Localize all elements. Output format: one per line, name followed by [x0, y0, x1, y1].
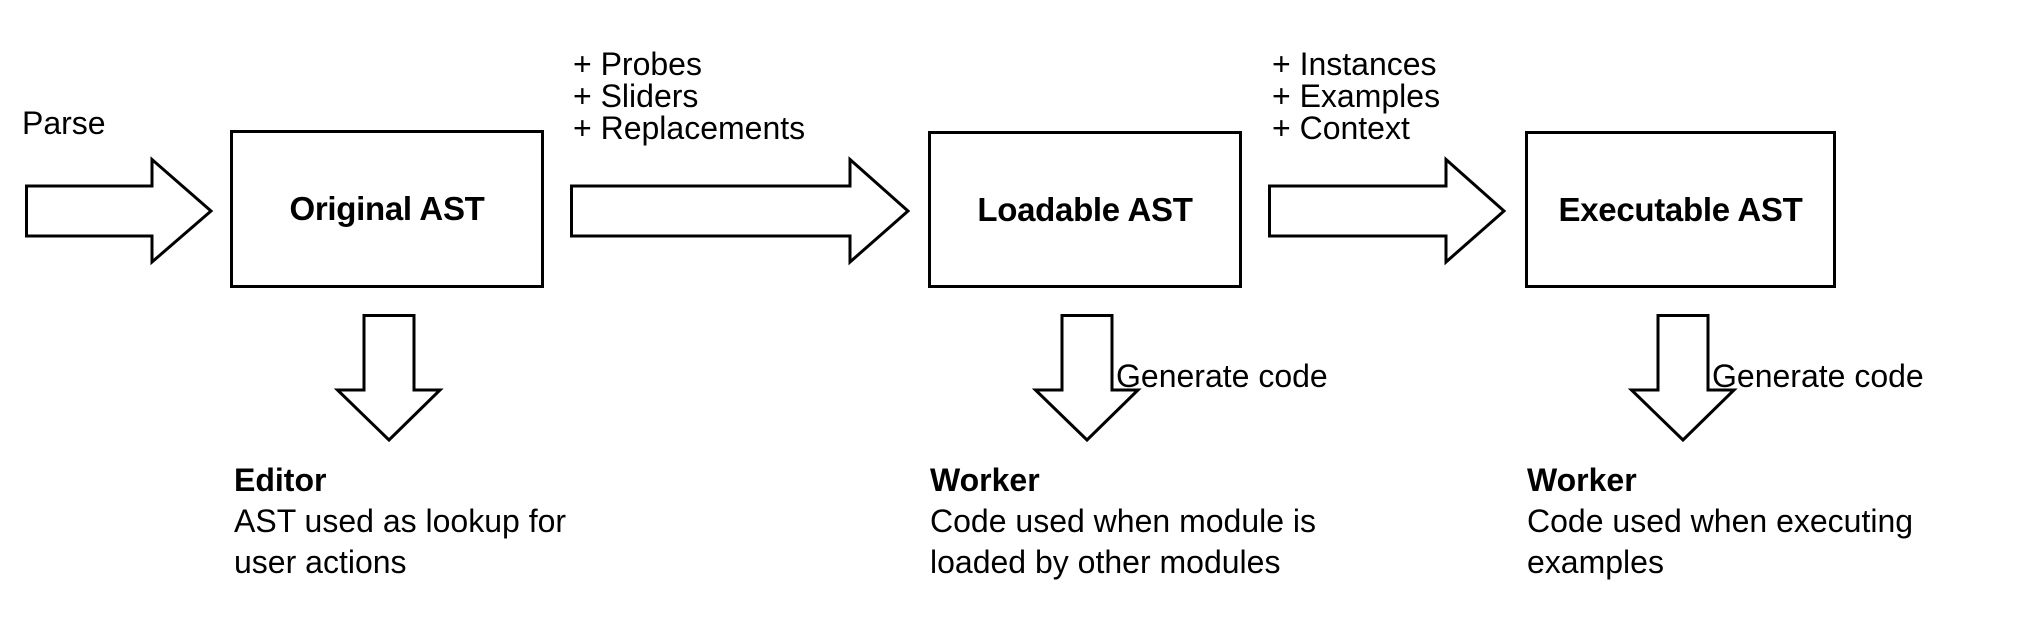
original-down-arrow-icon [333, 314, 444, 443]
caption-editor-line-2: user actions [234, 544, 407, 580]
caption-editor-line-1: AST used as lookup for [234, 503, 567, 539]
original-to-loadable-label-line-1: + Probes [573, 46, 702, 82]
executable-down-arrow-icon [1627, 314, 1738, 443]
original-to-loadable-label-line-2: + Sliders [573, 78, 699, 114]
loadable-to-executable-label-line-2: + Examples [1272, 78, 1441, 114]
node-executable-ast-label: Executable AST [1558, 190, 1803, 228]
loadable-down-arrow-icon [1031, 314, 1142, 443]
caption-worker-executable-title: Worker [1527, 462, 1637, 498]
caption-worker-loadable-title: Worker [930, 462, 1040, 498]
executable-down-arrow-label: Generate code [1712, 358, 1924, 394]
caption-worker-loadable-line-2: loaded by other modules [930, 544, 1281, 580]
original-to-loadable-label-line-3: + Replacements [573, 110, 806, 146]
node-loadable-ast[interactable]: Loadable AST [928, 131, 1242, 288]
node-original-ast[interactable]: Original AST [230, 130, 544, 288]
caption-editor-title: Editor [234, 462, 327, 498]
node-original-ast-label: Original AST [289, 190, 485, 227]
parse-arrow-icon [25, 156, 214, 266]
node-loadable-ast-label: Loadable AST [977, 190, 1193, 228]
loadable-down-arrow-label: Generate code [1116, 358, 1328, 394]
loadable-to-executable-label-line-1: + Instances [1272, 46, 1437, 82]
caption-editor: Editor AST used as lookup for user actio… [234, 460, 566, 583]
original-to-loadable-arrow-icon [570, 156, 911, 266]
caption-worker-loadable-line-1: Code used when module is [930, 503, 1317, 539]
caption-worker-executable: Worker Code used when executing examples [1527, 460, 1913, 583]
loadable-to-executable-arrow-icon [1268, 156, 1507, 266]
caption-worker-loadable: Worker Code used when module is loaded b… [930, 460, 1316, 583]
caption-worker-executable-line-1: Code used when executing [1527, 503, 1914, 539]
caption-worker-executable-line-2: examples [1527, 544, 1664, 580]
parse-arrow-label: Parse [22, 105, 106, 141]
loadable-to-executable-label-line-3: + Context [1272, 110, 1410, 146]
node-executable-ast[interactable]: Executable AST [1525, 131, 1836, 288]
